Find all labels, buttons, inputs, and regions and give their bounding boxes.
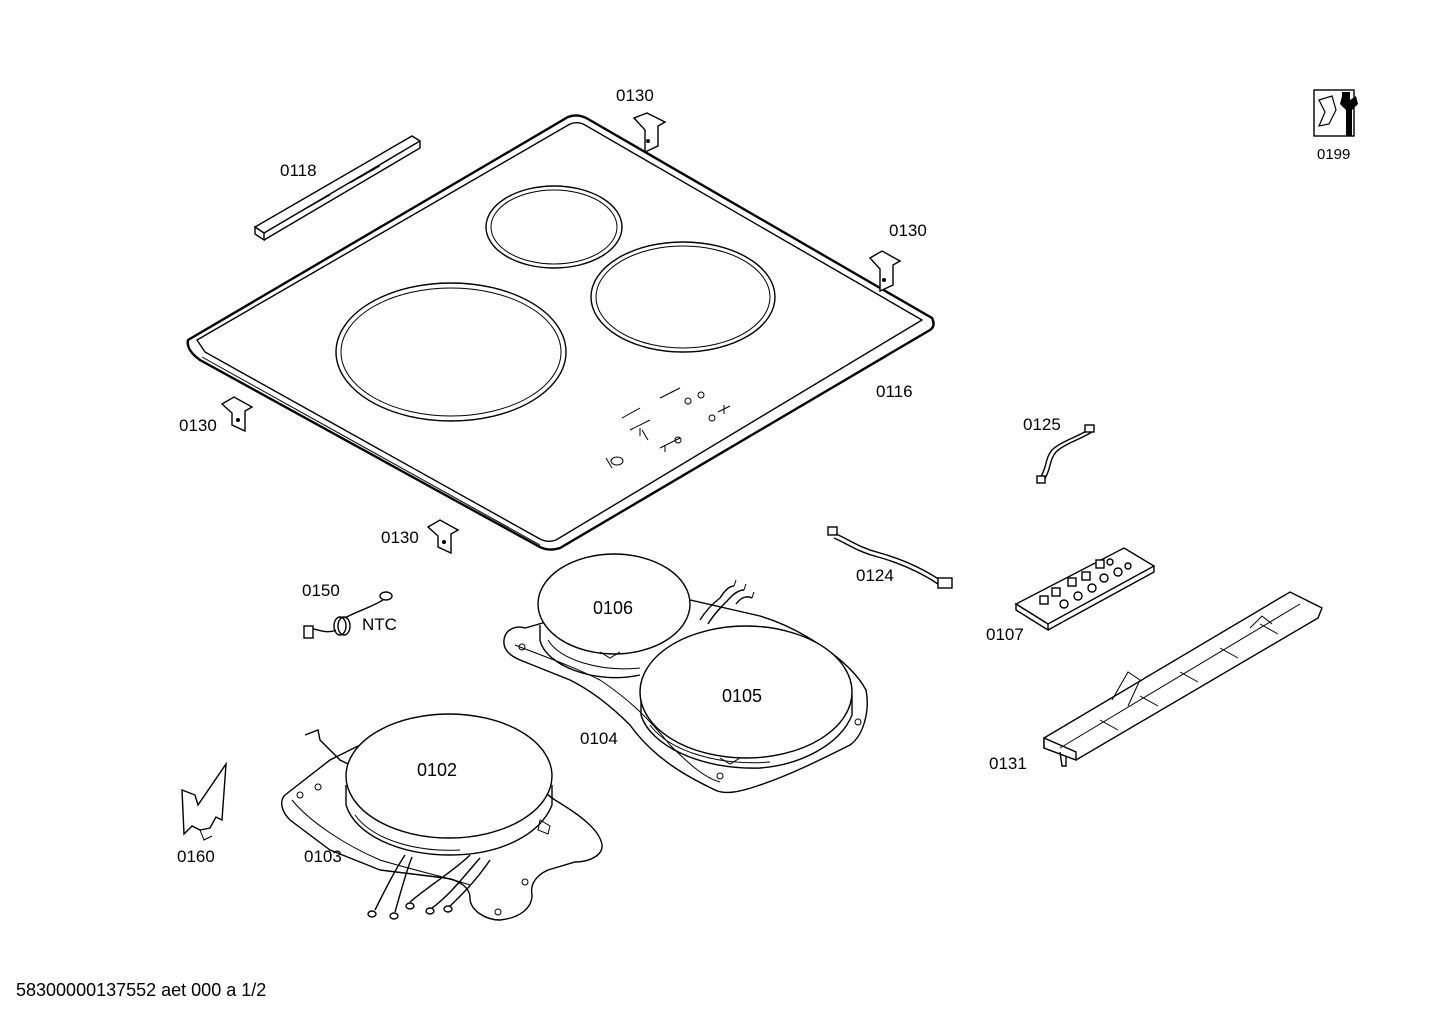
clip-0130-top[interactable] — [632, 112, 667, 154]
label-0116: 0116 — [876, 382, 913, 401]
label-0107: 0107 — [986, 625, 1024, 644]
coil-wires-0102 — [367, 854, 491, 920]
ntc-sensor-0150[interactable] — [303, 591, 393, 639]
board-components — [1039, 558, 1132, 609]
label-ntc: NTC — [362, 615, 397, 634]
induction-coil-0106[interactable] — [537, 553, 691, 679]
seal-strip-0118[interactable] — [253, 135, 422, 242]
control-panel-markings — [605, 387, 731, 469]
document-id: 58300000137552 aet 000 a 1/2 — [16, 980, 267, 1000]
wrench-icon[interactable] — [1313, 89, 1358, 137]
label-0160: 0160 — [177, 847, 215, 866]
label-0125: 0125 — [1023, 415, 1061, 434]
clip-0130-bottom[interactable] — [426, 519, 460, 555]
label-0106: 0106 — [593, 598, 633, 618]
coil-carrier-0104[interactable] — [503, 579, 868, 794]
hob-glass-top[interactable] — [186, 114, 935, 551]
label-0103: 0103 — [304, 847, 342, 866]
clip-0130-left[interactable] — [220, 396, 254, 433]
clip-0130-right[interactable] — [868, 250, 902, 293]
label-0102: 0102 — [417, 760, 457, 780]
induction-coil-0105[interactable] — [639, 625, 853, 769]
label-0130-top: 0130 — [616, 86, 654, 105]
label-0130-left: 0130 — [179, 416, 217, 435]
label-0130-right: 0130 — [889, 221, 927, 240]
label-0150: 0150 — [302, 581, 340, 600]
label-0105: 0105 — [722, 686, 762, 706]
label-0199: 0199 — [1317, 146, 1350, 163]
control-board-0107[interactable] — [1014, 547, 1156, 632]
label-0124: 0124 — [856, 566, 894, 585]
label-0118: 0118 — [280, 161, 317, 180]
document-sheet-0160[interactable] — [181, 761, 227, 841]
cable-0125[interactable] — [1036, 424, 1095, 484]
label-0104: 0104 — [580, 729, 618, 748]
cable-0124[interactable] — [827, 526, 953, 589]
label-0131: 0131 — [989, 754, 1027, 773]
housing-bracket-0131[interactable] — [1043, 591, 1323, 767]
label-0130-bottom: 0130 — [381, 528, 419, 547]
induction-coil-0102[interactable] — [345, 713, 553, 856]
coil-carrier-0103[interactable] — [281, 729, 603, 921]
